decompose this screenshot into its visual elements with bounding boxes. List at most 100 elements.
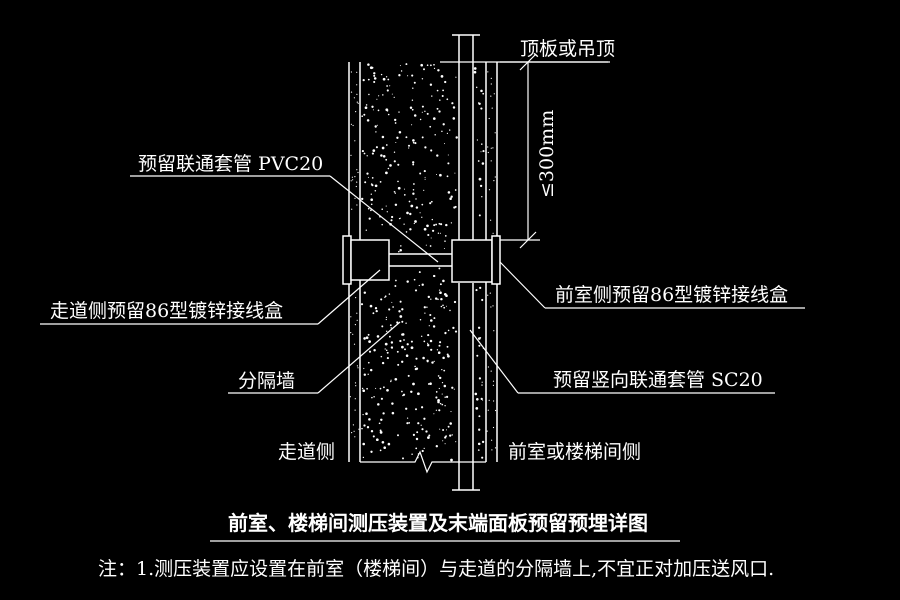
concrete-speckle [373,395,375,398]
concrete-speckle [397,434,399,437]
concrete-speckle [395,279,397,282]
plaster-speckle [492,426,495,429]
concrete-speckle [367,333,370,336]
concrete-speckle [481,384,483,386]
concrete-speckle [431,218,433,221]
concrete-speckle [444,396,446,398]
concrete-speckle [429,339,433,343]
concrete-speckle [411,99,414,101]
plaster-speckle [354,436,356,438]
concrete-speckle [405,322,407,324]
concrete-speckle [410,346,414,350]
plaster-speckle [356,181,358,183]
concrete-speckle [453,300,457,304]
concrete-speckle [433,275,436,277]
concrete-speckle [365,336,369,340]
concrete-speckle [407,144,411,147]
plaster-speckle [489,292,491,294]
concrete-speckle [400,70,403,72]
plaster-speckle [490,77,492,79]
concrete-speckle [437,351,441,355]
concrete-speckle [412,87,414,89]
concrete-speckle [386,357,389,360]
concrete-speckle [373,349,376,352]
concrete-speckle [477,442,481,446]
concrete-speckle [403,194,406,196]
concrete-speckle [438,376,442,380]
plaster-speckle [357,367,359,369]
concrete-speckle [382,154,386,158]
concrete-speckle [380,154,383,157]
concrete-speckle [370,198,373,201]
concrete-speckle [430,298,432,300]
concrete-speckle [410,390,413,394]
concrete-speckle [441,94,444,98]
concrete-speckle [400,245,402,247]
concrete-speckle [433,413,435,415]
concrete-speckle [482,399,484,401]
concrete-speckle [374,307,378,310]
concrete-speckle [444,436,447,439]
concrete-speckle [361,427,363,430]
concrete-speckle [429,202,432,205]
concrete-speckle [366,172,369,175]
concrete-speckle [403,223,405,225]
concrete-speckle [394,285,397,287]
concrete-speckle [386,211,388,213]
concrete-speckle [430,64,432,67]
plaster-speckle [351,432,353,434]
concrete-speckle [391,93,393,95]
concrete-speckle [434,133,436,136]
concrete-speckle [413,81,416,84]
concrete-speckle [384,342,388,346]
plaster-speckle [352,179,354,181]
concrete-speckle [362,413,364,416]
concrete-speckle [399,217,402,219]
dimension-line [500,53,540,249]
concrete-speckle [429,319,433,322]
concrete-speckle [420,406,424,409]
concrete-speckle [410,204,414,208]
concrete-speckle [398,111,400,113]
concrete-speckle [429,125,432,128]
concrete-speckle [439,291,442,295]
concrete-speckle [432,325,436,328]
concrete-speckle [421,203,424,206]
concrete-speckle [385,349,388,352]
concrete-speckle [397,186,401,190]
plaster-speckle [349,396,351,398]
concrete-speckle [443,306,446,309]
concrete-speckle [367,373,369,375]
concrete-speckle [372,312,375,315]
concrete-speckle [424,178,426,180]
concrete-speckle [364,181,367,184]
concrete-speckle [380,418,383,422]
concrete-speckle [399,65,401,67]
concrete-speckle [389,335,391,338]
concrete-speckle [385,205,387,207]
concrete-speckle [362,456,365,459]
concrete-speckle [454,189,457,191]
concrete-speckle [433,63,435,66]
concrete-speckle [482,150,485,153]
concrete-speckle [362,79,365,82]
concrete-speckle [443,384,447,388]
ceiling-label: 顶板或吊顶 [520,38,615,60]
concrete-speckle [391,347,393,349]
concrete-speckle [435,409,438,411]
plaster-speckle [492,380,495,382]
concrete-speckle [447,354,450,358]
concrete-speckle [412,433,415,436]
concrete-speckle [386,85,388,87]
concrete-speckle [423,306,426,309]
concrete-speckle [421,105,424,108]
concrete-speckle [385,316,388,319]
concrete-speckle [438,267,441,270]
concrete-speckle [479,286,482,290]
plaster-speckle [490,95,492,97]
plaster-speckle [488,399,490,401]
concrete-speckle [442,279,445,283]
concrete-speckle [389,85,391,87]
concrete-speckle [381,208,383,210]
